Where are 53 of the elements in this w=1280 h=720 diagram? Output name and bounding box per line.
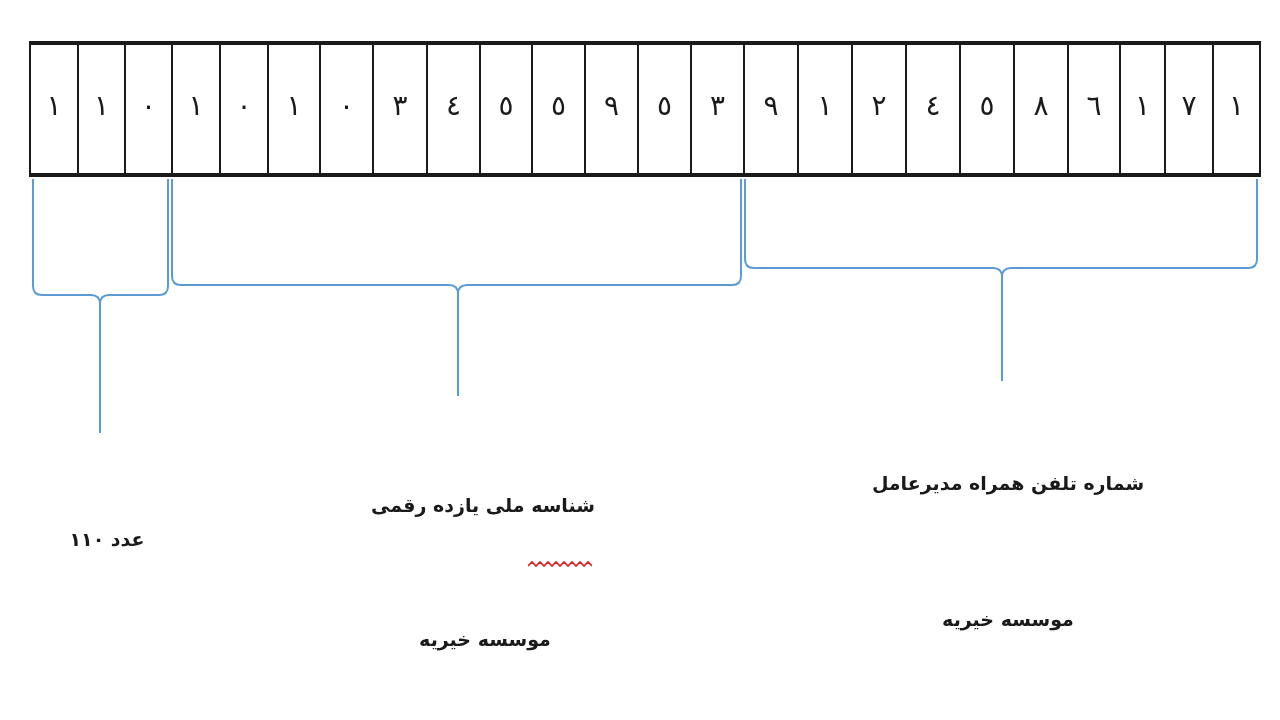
caption: موسسه خیریه: [942, 608, 1074, 632]
digit: ١: [93, 92, 109, 120]
digit: ١: [46, 92, 62, 120]
caption: شماره تلفن همراه مدیرعامل: [871, 472, 1145, 496]
digit: ٥: [498, 92, 514, 120]
table-cell: [479, 41, 533, 177]
digit: ١: [286, 92, 302, 120]
digit: ٧: [1181, 92, 1197, 120]
table-cell: [797, 41, 853, 177]
table-cell: [1013, 41, 1069, 177]
digit: ٢: [871, 92, 887, 120]
digit: ٣: [392, 92, 408, 120]
table-cell: [267, 41, 321, 177]
table-cell: [637, 41, 692, 177]
digit: ٠: [140, 92, 156, 120]
table-cell: [584, 41, 639, 177]
digit: ١: [188, 92, 204, 120]
digit: ٠: [338, 92, 354, 120]
digit: ٩: [763, 92, 779, 120]
digit: ١: [1134, 92, 1150, 120]
table-cell: [905, 41, 961, 177]
table-cell: [426, 41, 481, 177]
table-cell: [531, 41, 586, 177]
caption: موسسه خیریه: [419, 628, 551, 652]
table-cell: [1212, 41, 1261, 177]
table-cell: [743, 41, 799, 177]
table-cell: [219, 41, 269, 177]
table-cell: [319, 41, 374, 177]
table-cell: [1067, 41, 1121, 177]
digit: ٣: [709, 92, 725, 120]
table-cell: [77, 41, 126, 177]
digit: ٤: [925, 92, 941, 120]
table-cell: [1119, 41, 1166, 177]
digit: ٥: [656, 92, 672, 120]
digit: ٨: [1033, 92, 1049, 120]
table-cell: [1164, 41, 1214, 177]
table-cell: [124, 41, 173, 177]
table-cell: [372, 41, 428, 177]
digit: ٤: [445, 92, 461, 120]
table-cell: [171, 41, 221, 177]
table-cell: [959, 41, 1015, 177]
digit: ١: [1228, 92, 1244, 120]
table-cell: [29, 41, 79, 177]
caption: شناسه ملی یازده رقمی: [371, 494, 595, 518]
table-cell: [851, 41, 907, 177]
digit: ٥: [979, 92, 995, 120]
digit: ٥: [550, 92, 566, 120]
digit: ٩: [603, 92, 619, 120]
digit: ١: [817, 92, 833, 120]
digit: ٦: [1086, 92, 1102, 120]
table-cell: [690, 41, 745, 177]
digit: ٠: [236, 92, 252, 120]
caption: عدد ١١٠: [69, 528, 145, 552]
